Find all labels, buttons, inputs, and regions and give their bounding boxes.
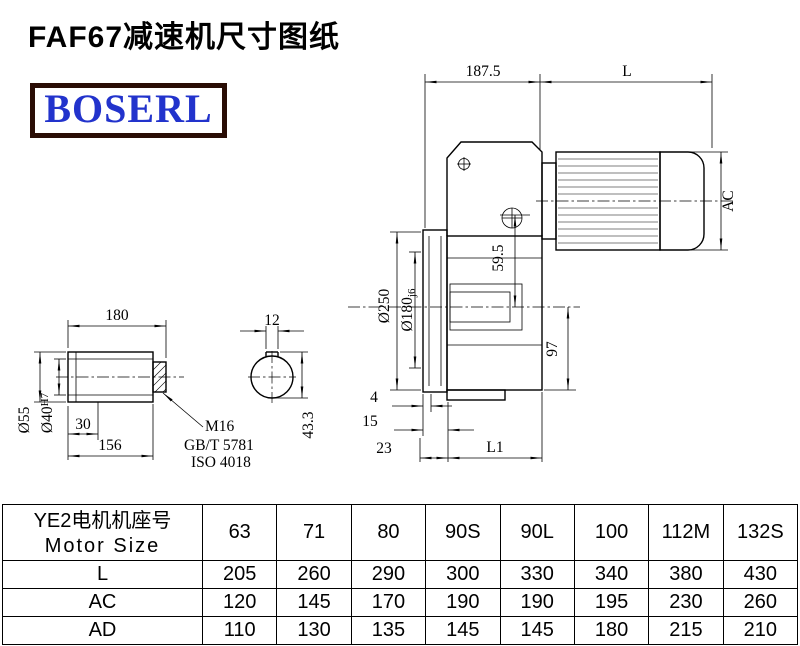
motor-size-header-cell: YE2电机机座号 Motor Size xyxy=(2,504,203,561)
row-label: L xyxy=(2,560,203,589)
table-row-L: L 205 260 290 300 330 340 380 430 xyxy=(2,560,799,589)
motor-size-label-en: Motor Size xyxy=(44,534,161,557)
table-cell: 130 xyxy=(276,616,352,645)
standard-iso-label: ISO 4018 xyxy=(191,454,251,471)
table-cell: 260 xyxy=(722,588,799,617)
table-cell: 190 xyxy=(499,588,575,617)
shaft-detail-view: 180 Ø55 Ø40H7 30 xyxy=(16,307,254,471)
dim-shaft-length: 180 xyxy=(67,307,167,358)
dim-30: 30 xyxy=(67,402,99,460)
table-cell: 230 xyxy=(648,588,724,617)
dim-key-width: 12 xyxy=(240,312,304,349)
dim-keyway-height: 43.3 xyxy=(274,351,317,439)
motor-size-col: 90S xyxy=(425,504,501,561)
motor-size-label-cn: YE2电机机座号 xyxy=(33,509,172,532)
input-hole-mark xyxy=(501,207,523,229)
table-cell: 145 xyxy=(499,616,575,645)
dim-motor-height: AC xyxy=(662,151,737,251)
motor-size-col: 90L xyxy=(499,504,575,561)
table-cell: 110 xyxy=(201,616,278,645)
table-cell: 430 xyxy=(722,560,799,589)
spigot-dia-value: Ø180 xyxy=(399,297,416,332)
dim-30-label: 30 xyxy=(75,416,91,433)
bore-circle xyxy=(250,355,294,399)
dim-97: 97 xyxy=(544,307,576,391)
motor-size-col: 132S xyxy=(722,504,799,561)
motor-size-col: 100 xyxy=(573,504,650,561)
dim-shaft-length-label: 180 xyxy=(105,307,129,324)
table-cell: 135 xyxy=(350,616,427,645)
table-cell: 180 xyxy=(573,616,650,645)
dim-keyway-height-label: 43.3 xyxy=(300,411,317,438)
eyebolt-hole-mark xyxy=(457,157,471,171)
dim-23-label: 23 xyxy=(376,440,392,457)
dim-4-label: 4 xyxy=(370,389,378,406)
table-cell: 290 xyxy=(350,560,427,589)
bore-dia-value: Ø40 xyxy=(39,406,56,433)
table-row-AC: AC 120 145 170 190 190 195 230 260 xyxy=(2,588,799,617)
table-cell: 260 xyxy=(276,560,352,589)
spigot-tolerance: j6 xyxy=(406,288,418,298)
table-cell: 120 xyxy=(201,588,278,617)
dim-hub-diameter-label: Ø55 xyxy=(16,406,33,433)
motor-size-col: 80 xyxy=(350,504,427,561)
table-cell: 205 xyxy=(201,560,278,589)
table-cell: 145 xyxy=(276,588,352,617)
dim-motor-height-label: AC xyxy=(720,190,737,212)
dim-bore-diameter-label: Ø40H7 xyxy=(39,392,56,433)
table-cell: 210 xyxy=(722,616,799,645)
standard-gb-label: GB/T 5781 xyxy=(184,437,254,454)
motor-cooling-fins xyxy=(558,158,658,244)
dimension-table: YE2电机机座号 Motor Size 63 71 80 90S 90L 100… xyxy=(2,504,799,645)
dim-bore-diameter: Ø40H7 xyxy=(39,358,66,433)
dim-motor-length-label: L xyxy=(622,63,631,80)
dim-L1-label: L1 xyxy=(486,439,503,456)
motor-size-col: 63 xyxy=(201,504,278,561)
dim-hub-diameter: Ø55 xyxy=(16,351,66,433)
table-cell: 215 xyxy=(648,616,724,645)
dim-center-height-label: 59.5 xyxy=(490,244,507,271)
gearbox-foot xyxy=(446,389,506,401)
table-header-row: YE2电机机座号 Motor Size 63 71 80 90S 90L 100… xyxy=(2,504,799,561)
dim-156-label: 156 xyxy=(98,437,122,454)
table-cell: 190 xyxy=(425,588,501,617)
dim-key-width-label: 12 xyxy=(264,312,280,329)
boserl-logo-text: BOSERL xyxy=(44,85,213,131)
row-label: AC xyxy=(2,588,203,617)
dim-flange-diameter: Ø250 xyxy=(376,231,421,391)
table-row-AD: AD 110 130 135 145 145 180 215 210 xyxy=(2,616,799,645)
boserl-logo: BOSERL xyxy=(30,83,227,138)
motor-size-col: 112M xyxy=(648,504,724,561)
hatching xyxy=(152,361,167,393)
output-flange xyxy=(422,229,448,393)
thread-label: M16 xyxy=(205,418,235,435)
keyway-section-view: 12 43.3 xyxy=(240,312,317,439)
thread-callout: M16 GB/T 5781 ISO 4018 xyxy=(162,392,254,471)
page-title: FAF67减速机尺寸图纸 xyxy=(28,21,341,54)
table-cell: 330 xyxy=(499,560,575,589)
dim-bottom-group: 4 15 23 L1 xyxy=(362,389,543,462)
dim-total-width-label: 187.5 xyxy=(466,63,501,80)
dim-center-height: 59.5 xyxy=(490,214,530,307)
row-label: AD xyxy=(2,616,203,645)
table-cell: 145 xyxy=(425,616,501,645)
main-view xyxy=(348,141,734,401)
dim-15-label: 15 xyxy=(362,413,378,430)
table-cell: 170 xyxy=(350,588,427,617)
motor-size-col: 71 xyxy=(276,504,352,561)
dim-spigot-diameter-label: Ø180j6 xyxy=(399,288,418,332)
table-cell: 300 xyxy=(425,560,501,589)
bore-tolerance: H7 xyxy=(39,392,51,406)
technical-drawing: 187.5 L AC Ø250 Ø180j6 59.5 xyxy=(16,63,737,471)
table-cell: 380 xyxy=(648,560,724,589)
dim-97-label: 97 xyxy=(544,341,561,357)
dim-top-width: 187.5 L xyxy=(424,63,713,228)
dim-156: 156 xyxy=(68,404,154,460)
gearbox-top-housing xyxy=(446,141,543,236)
dim-spigot-diameter: Ø180j6 xyxy=(399,251,421,369)
table-cell: 340 xyxy=(573,560,650,589)
table-cell: 195 xyxy=(573,588,650,617)
shaft-end-step xyxy=(152,361,167,393)
dim-flange-diameter-label: Ø250 xyxy=(376,289,393,324)
